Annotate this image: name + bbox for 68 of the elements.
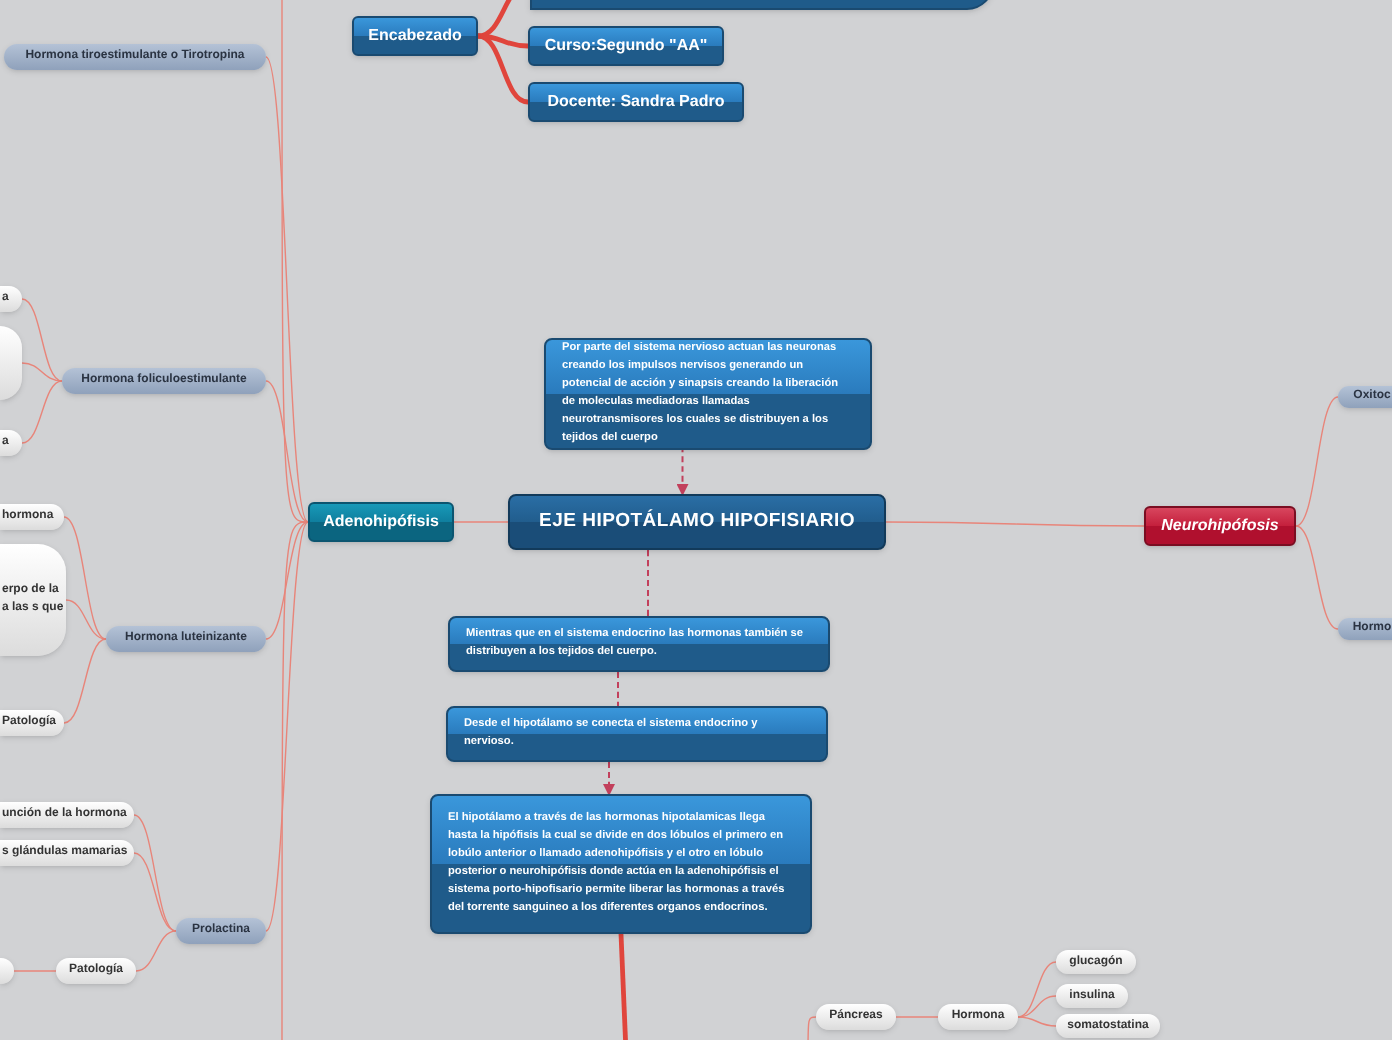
node-text: Docente: Sandra Padro xyxy=(545,90,727,114)
leaf-pill xyxy=(0,544,66,656)
connector xyxy=(265,521,309,932)
leaf-pill xyxy=(1056,950,1136,974)
connector xyxy=(647,549,649,617)
connector xyxy=(477,33,529,49)
leaf-pill xyxy=(0,286,22,312)
leaf-pill xyxy=(56,958,136,984)
connector xyxy=(21,380,63,444)
connector xyxy=(453,521,509,523)
node-text: Neurohipófosis xyxy=(1159,514,1281,538)
connector xyxy=(135,930,177,972)
node-text: Encabezado xyxy=(366,24,464,48)
connector xyxy=(1295,525,1339,630)
leaf-pill xyxy=(0,430,22,456)
rounded-box xyxy=(0,958,14,984)
connector xyxy=(133,852,177,932)
leaf-pill xyxy=(1056,984,1128,1008)
note-box xyxy=(430,794,812,934)
subtopic-pill xyxy=(106,626,266,652)
connector xyxy=(617,671,619,707)
note-box xyxy=(448,616,830,672)
leaf-pill xyxy=(0,504,64,530)
rounded-box xyxy=(0,326,22,400)
connector xyxy=(807,1016,817,1040)
connector xyxy=(885,521,1145,527)
leaf-pill xyxy=(0,710,64,736)
connector xyxy=(65,599,107,640)
subtopic-pill xyxy=(1338,618,1392,640)
connector xyxy=(603,761,615,796)
node-text: Curso:Segundo "AA" xyxy=(542,34,710,58)
topic-box xyxy=(528,26,724,66)
leaf-pill xyxy=(1056,1014,1160,1038)
connector xyxy=(1017,961,1057,1018)
connector xyxy=(281,0,309,523)
connector xyxy=(21,362,63,382)
branch-box xyxy=(1144,506,1296,546)
subtopic-pill xyxy=(176,918,266,944)
leaf-pill xyxy=(0,802,134,828)
connector xyxy=(133,814,177,932)
subtopic-pill xyxy=(1338,386,1392,408)
connector xyxy=(281,521,309,1040)
subtopic-pill xyxy=(4,44,266,70)
connector xyxy=(63,638,107,724)
connector xyxy=(13,970,57,972)
connector xyxy=(618,933,629,1040)
leaf-pill xyxy=(938,1004,1018,1030)
connector xyxy=(265,521,309,640)
connector xyxy=(676,445,689,496)
central-topic-box xyxy=(508,494,886,550)
connector xyxy=(265,56,309,523)
connector xyxy=(1017,1016,1057,1027)
subtopic-pill xyxy=(62,368,266,394)
node-text: Adenohipófisis xyxy=(321,510,441,534)
leaf-pill xyxy=(816,1004,896,1030)
note-box xyxy=(446,706,828,762)
connector xyxy=(21,298,63,382)
connector xyxy=(477,33,529,105)
branch-box xyxy=(308,502,454,542)
connector xyxy=(63,516,107,640)
topic-box xyxy=(352,16,478,56)
note-box xyxy=(544,338,872,450)
topic-box xyxy=(528,82,744,122)
connector xyxy=(1017,995,1057,1018)
connector xyxy=(895,1016,939,1018)
node-text: EJE HIPOTÁLAMO HIPOFISIARIO xyxy=(537,507,857,536)
connector xyxy=(265,380,309,523)
connector xyxy=(1295,396,1339,527)
